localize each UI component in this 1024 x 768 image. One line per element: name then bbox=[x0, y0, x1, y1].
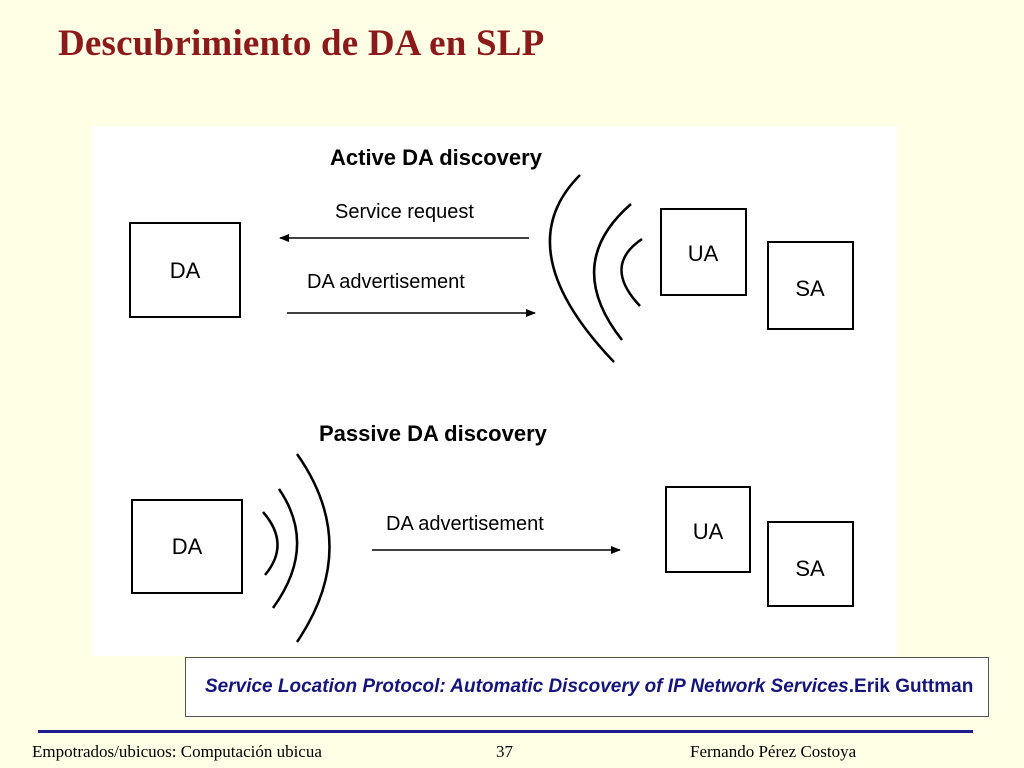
citation-separator: . bbox=[848, 676, 855, 697]
footer-divider bbox=[38, 730, 973, 733]
passive-broadcast-waves bbox=[262, 453, 331, 643]
active-ua-node: UA bbox=[660, 208, 747, 296]
active-sa-label: SA bbox=[795, 276, 825, 301]
active-da-node: DA bbox=[129, 222, 241, 318]
passive-ua-label: UA bbox=[693, 519, 724, 544]
active-request-label: Service request bbox=[335, 201, 474, 223]
active-da-label: DA bbox=[170, 258, 201, 283]
passive-da-node: DA bbox=[131, 499, 243, 594]
passive-advertisement-label: DA advertisement bbox=[386, 513, 544, 535]
citation-author: Erik Guttman bbox=[854, 676, 974, 697]
active-heading: Active DA discovery bbox=[330, 145, 543, 170]
footer-author: Fernando Pérez Costoya bbox=[690, 742, 857, 761]
citation-box: Service Location Protocol: Automatic Dis… bbox=[185, 657, 989, 717]
slp-discovery-diagram: Active DA discovery DA Service request D… bbox=[92, 126, 897, 656]
slide-title: Descubrimiento de DA en SLP bbox=[58, 23, 545, 64]
passive-ua-node: UA bbox=[665, 486, 751, 573]
citation-title: Service Location Protocol: Automatic Dis… bbox=[205, 676, 849, 697]
footer-page-number: 37 bbox=[496, 742, 513, 761]
active-sa-node: SA bbox=[767, 241, 854, 330]
passive-heading: Passive DA discovery bbox=[319, 421, 548, 446]
active-broadcast-waves bbox=[548, 174, 643, 363]
passive-sa-node: SA bbox=[767, 521, 854, 607]
passive-da-label: DA bbox=[172, 534, 203, 559]
active-advertisement-label: DA advertisement bbox=[307, 271, 465, 293]
active-ua-label: UA bbox=[688, 241, 719, 266]
passive-sa-label: SA bbox=[795, 556, 825, 581]
footer-course: Empotrados/ubicuos: Computación ubicua bbox=[32, 742, 322, 761]
